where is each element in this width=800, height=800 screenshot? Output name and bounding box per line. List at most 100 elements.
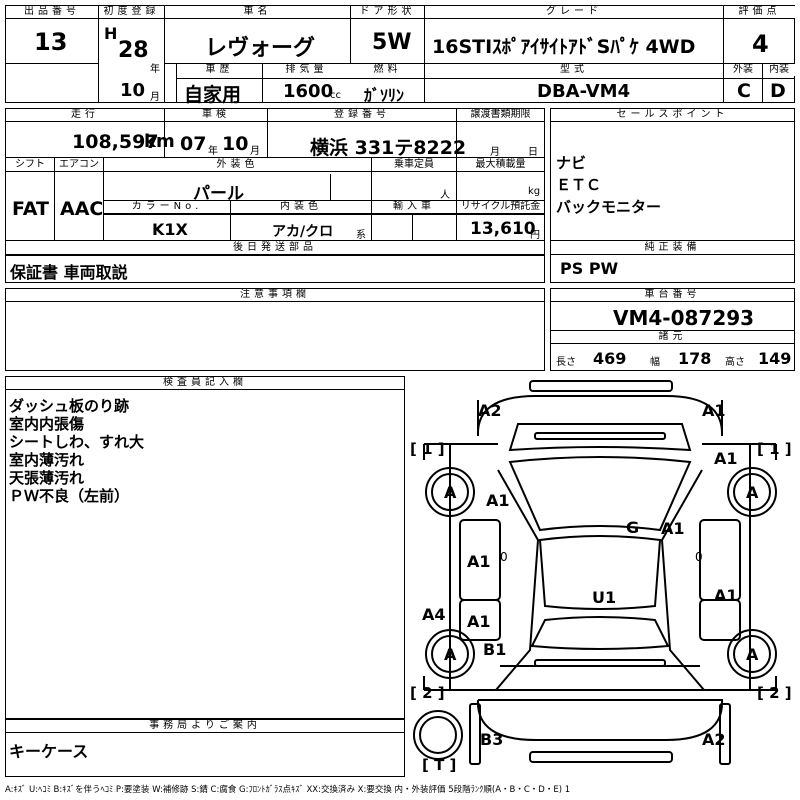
insp-month-unit: 月 bbox=[250, 146, 260, 157]
inspector-line: シートしわ、すれ大 bbox=[9, 433, 145, 451]
chassis-box bbox=[550, 288, 795, 371]
color-no: K1X bbox=[152, 220, 188, 239]
recycle: 13,610 bbox=[470, 219, 536, 239]
car-name-label: 車名 bbox=[165, 6, 350, 19]
displacement: 1600 bbox=[283, 81, 334, 102]
lot-label: 出品番号 bbox=[6, 6, 98, 19]
insp-year: 07 bbox=[180, 133, 207, 155]
damage-marker: A bbox=[444, 483, 457, 502]
damage-marker: A1 bbox=[714, 449, 738, 468]
sales-item: ＥＴＣ bbox=[556, 176, 602, 194]
spec-label: 諸元 bbox=[551, 331, 794, 344]
damage-marker: B1 bbox=[483, 640, 507, 659]
inspector-line: 室内内張傷 bbox=[9, 415, 85, 433]
damage-marker: A4 bbox=[422, 605, 446, 624]
int-color: アカ/クロ bbox=[272, 224, 334, 240]
displacement-label: 排気量 bbox=[263, 64, 350, 76]
capacity-label: 乗車定員 bbox=[372, 159, 456, 172]
score: 4 bbox=[752, 30, 769, 58]
model: DBA-VM4 bbox=[537, 81, 631, 102]
door-label: ドア形状 bbox=[351, 6, 424, 19]
chassis-value: VM4-087293 bbox=[613, 306, 755, 330]
length: 469 bbox=[593, 349, 627, 368]
damage-marker: A1 bbox=[714, 586, 738, 605]
later-label: 後日発送部品 bbox=[6, 242, 544, 255]
sales-item: ナビ bbox=[556, 154, 587, 172]
interior-label: 内装 bbox=[763, 64, 795, 76]
side-label-front-right: [ 1 ] bbox=[757, 440, 792, 458]
model-label: 型式 bbox=[425, 64, 723, 76]
shift: FAT bbox=[12, 198, 49, 220]
mileage-unit: km bbox=[144, 131, 175, 152]
inspector-box bbox=[5, 376, 405, 719]
damage-marker: A1 bbox=[702, 401, 726, 420]
office-text: キーケース bbox=[9, 742, 89, 761]
month-unit: 月 bbox=[150, 92, 160, 103]
inspector-label: 検査員記入欄 bbox=[6, 377, 404, 390]
inspector-line: 室内薄汚れ bbox=[9, 451, 85, 469]
year-unit: 年 bbox=[150, 64, 160, 75]
later-parts: 保証書 車両取説 bbox=[10, 263, 128, 282]
legend: A:ｷｽﾞ U:ﾍｺﾐ B:ｷｽﾞを伴うﾍｺﾐ P:要塗装 W:補修跡 S:錆 … bbox=[5, 785, 571, 795]
equip: PS PW bbox=[560, 259, 619, 278]
damage-marker: 0 bbox=[695, 550, 703, 564]
insp-year-unit: 年 bbox=[208, 146, 218, 157]
plate-label: 登録番号 bbox=[268, 109, 456, 122]
top-section bbox=[5, 5, 795, 103]
side-label-trunk: [ T ] bbox=[422, 756, 457, 774]
mileage-label: 走行 bbox=[6, 109, 164, 122]
sales-item: バックモニター bbox=[556, 198, 662, 216]
notes-label: 注意事項欄 bbox=[6, 289, 544, 302]
max-load-label: 最大積載量 bbox=[457, 159, 544, 172]
first-reg-label: 初度登録 bbox=[99, 6, 164, 19]
height-label: 高さ bbox=[725, 357, 745, 368]
interior-rating: D bbox=[770, 80, 786, 102]
sales-point bbox=[550, 108, 795, 283]
side-label-rear-left: [ 2 ] bbox=[410, 684, 445, 702]
capacity-unit: 人 bbox=[440, 190, 450, 201]
office-box bbox=[5, 719, 405, 777]
vehicle-details bbox=[5, 108, 545, 283]
equip-label: 純正装備 bbox=[551, 242, 794, 255]
damage-marker: A1 bbox=[467, 612, 491, 631]
width: 178 bbox=[678, 349, 712, 368]
era: H bbox=[104, 24, 118, 43]
recycle-label: リサイクル預託金 bbox=[457, 201, 544, 214]
ext-color-label: 外装色 bbox=[104, 159, 371, 172]
inspection-label: 車検 bbox=[165, 109, 267, 122]
damage-marker: A bbox=[746, 645, 759, 664]
aircon: AAC bbox=[60, 198, 104, 220]
reg-month: 10 bbox=[120, 80, 146, 101]
grade: 16STIｽﾎﾟｱｲｻｲﾄｱﾄﾞSﾊﾟｹ 4WD bbox=[432, 36, 696, 58]
recycle-unit: 円 bbox=[530, 230, 540, 241]
fuel: ｶﾞｿﾘﾝ bbox=[364, 86, 405, 105]
sales-label: セールスポイント bbox=[551, 109, 794, 122]
damage-marker: 0 bbox=[500, 550, 508, 564]
int-color-label: 内装色 bbox=[231, 201, 371, 214]
insp-month: 10 bbox=[222, 133, 249, 155]
shift-label: シフト bbox=[6, 159, 54, 172]
side-label-front-left: [ 1 ] bbox=[410, 440, 445, 458]
transfer-day: 日 bbox=[528, 147, 538, 158]
length-label: 長さ bbox=[556, 357, 576, 368]
height: 149 bbox=[758, 349, 792, 368]
damage-marker: A1 bbox=[467, 552, 491, 571]
door: 5W bbox=[372, 30, 412, 55]
damage-marker: U1 bbox=[592, 588, 617, 607]
history: 自家用 bbox=[184, 84, 242, 106]
transfer-label: 譲渡書類期限 bbox=[457, 109, 544, 122]
width-label: 幅 bbox=[650, 357, 660, 368]
side-label-rear-right: [ 2 ] bbox=[757, 684, 792, 702]
damage-marker: A2 bbox=[702, 730, 726, 749]
damage-marker: G bbox=[626, 518, 640, 537]
int-color-unit: 系 bbox=[356, 230, 366, 241]
reg-year: 28 bbox=[118, 38, 149, 63]
grade-label: グレード bbox=[425, 6, 723, 19]
damage-marker: A2 bbox=[478, 401, 502, 420]
notes-box bbox=[5, 288, 545, 371]
mileage: 108,597 bbox=[72, 131, 159, 153]
damage-marker: A1 bbox=[661, 519, 685, 538]
exterior-label: 外装 bbox=[724, 64, 762, 76]
damage-marker: A1 bbox=[486, 491, 510, 510]
